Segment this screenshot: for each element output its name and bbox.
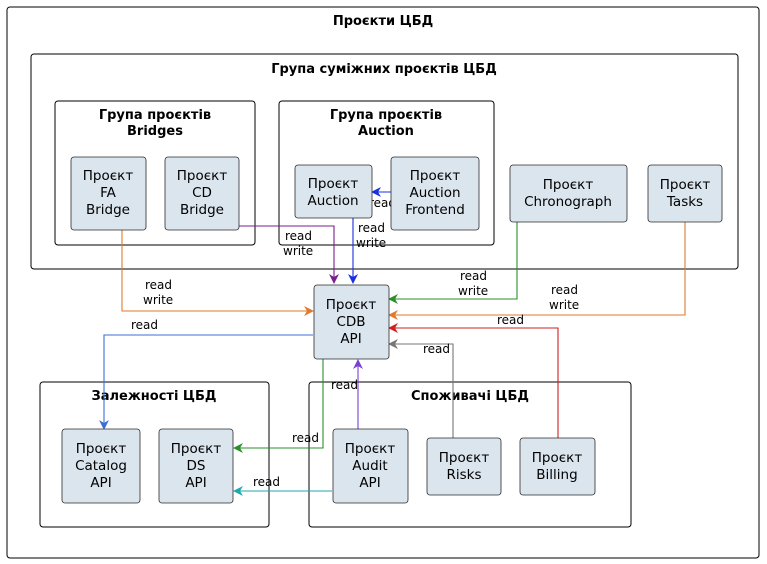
- edge-ds-label-read: read: [292, 431, 319, 445]
- node-chronograph-label: Chronograph: [524, 194, 612, 210]
- node-ds-api[interactable]: [158, 428, 234, 504]
- node-risks[interactable]: [426, 437, 502, 496]
- node-billing[interactable]: [519, 437, 596, 496]
- node-ds-api-label: API: [185, 475, 206, 491]
- edge-fa-label-write: write: [143, 293, 173, 307]
- edge-cdb-to-ds: [233, 359, 324, 453]
- node-cdb-api-label: Проєкт: [326, 297, 377, 313]
- edge-audit-cdb-label-read: read: [331, 378, 358, 392]
- group-auction-title-line2: Auction: [358, 124, 414, 139]
- edge-tasks-to-cdb: [388, 222, 686, 320]
- node-auction-label: Auction: [307, 193, 358, 209]
- node-audit-api-label: API: [359, 475, 380, 491]
- node-auction-frontend-label: Проєкт: [410, 168, 461, 184]
- edge-chronograph-label-read: read: [460, 269, 487, 283]
- node-audit-api[interactable]: [332, 428, 409, 504]
- edge-frontend-label-read: read: [369, 196, 396, 210]
- group-auction-title-line1: Група проєктів: [330, 108, 442, 123]
- node-ds-api-label: Проєкт: [171, 441, 222, 457]
- node-billing-label: Billing: [536, 467, 577, 483]
- node-audit-api-label: Audit: [352, 458, 387, 474]
- node-fa-bridge[interactable]: [70, 156, 147, 231]
- node-auction-frontend-label: Auction: [409, 185, 460, 201]
- edge-billing-label-read: read: [497, 313, 524, 327]
- edge-auction-label-read: read: [358, 221, 385, 235]
- node-risks-label: Risks: [446, 467, 481, 483]
- group-consumers-title: Споживачі ЦБД: [411, 389, 529, 404]
- node-cd-bridge-label: Проєкт: [177, 168, 228, 184]
- node-tasks-label: Проєкт: [660, 177, 711, 193]
- node-risks-label: Проєкт: [439, 450, 490, 466]
- group-dependencies-title: Залежності ЦБД: [92, 389, 217, 404]
- edge-tasks-label-write: write: [549, 298, 579, 312]
- node-catalog-api-label: API: [90, 475, 111, 491]
- node-fa-bridge-label: Проєкт: [83, 168, 134, 184]
- edge-cdb-to-catalog: [99, 334, 313, 430]
- node-catalog-api[interactable]: [61, 428, 141, 504]
- edge-fa-label-read: read: [145, 278, 172, 292]
- node-chronograph-label: Проєкт: [543, 177, 594, 193]
- group-bridges-title-line2: Bridges: [127, 124, 183, 139]
- edge-audit-ds-label-read: read: [253, 475, 280, 489]
- edge-auction-label-write: write: [356, 236, 386, 250]
- group-related-title: Група суміжних проєктів ЦБД: [271, 62, 497, 77]
- node-fa-bridge-label: Bridge: [86, 202, 130, 218]
- node-tasks[interactable]: [647, 164, 723, 223]
- edge-cd-label-read: read: [285, 229, 312, 243]
- node-auction-frontend-label: Frontend: [405, 202, 465, 218]
- node-catalog-api-label: Catalog: [75, 458, 127, 474]
- diagram-title: Проєкти ЦБД: [333, 14, 433, 29]
- node-tasks-label: Tasks: [666, 194, 703, 210]
- node-cd-bridge-label: CD: [192, 185, 212, 201]
- edge-billing-to-cdb: [388, 323, 559, 438]
- node-billing-label: Проєкт: [532, 450, 583, 466]
- node-ds-api-label: DS: [187, 458, 206, 474]
- edge-chronograph-label-write: write: [458, 284, 488, 298]
- node-auction-label: Проєкт: [308, 176, 359, 192]
- group-bridges-title-line1: Група проєктів: [99, 108, 211, 123]
- node-cdb-api-label: CDB: [336, 314, 365, 330]
- edge-catalog-label-read: read: [131, 318, 158, 332]
- node-auction-frontend[interactable]: [390, 156, 480, 231]
- edge-chronograph-to-cdb: [388, 222, 518, 304]
- edge-tasks-label-read: read: [551, 283, 578, 297]
- node-audit-api-label: Проєкт: [345, 441, 396, 457]
- edge-fa-bridge-to-cdb: [121, 230, 314, 316]
- node-catalog-api-label: Проєкт: [76, 441, 127, 457]
- edge-cd-bridge-to-cdb: [238, 225, 339, 284]
- node-fa-bridge-label: FA: [100, 185, 117, 201]
- node-cd-bridge-label: Bridge: [180, 202, 224, 218]
- node-chronograph[interactable]: [509, 164, 628, 223]
- edge-cd-label-write: write: [283, 244, 313, 258]
- node-cdb-api[interactable]: [313, 284, 390, 360]
- node-cd-bridge[interactable]: [164, 156, 240, 231]
- node-cdb-api-label: API: [340, 331, 361, 347]
- node-auction[interactable]: [294, 164, 373, 219]
- edge-risks-label-read: read: [423, 342, 450, 356]
- edge-risks-to-cdb: [388, 339, 454, 438]
